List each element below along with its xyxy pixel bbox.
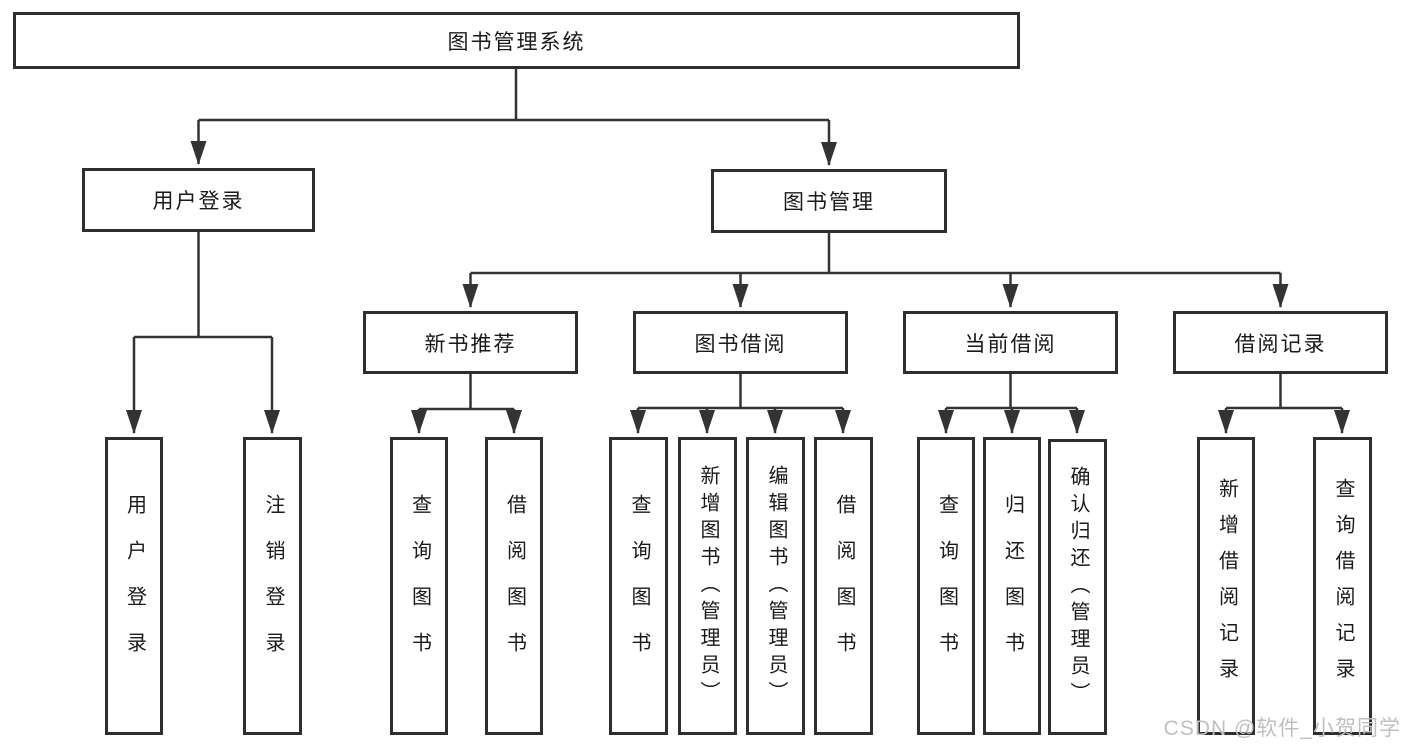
csdn-watermark: CSDN @软件_小贺同学 (1163, 717, 1401, 740)
node-current-borrow: 当前借阅 (903, 311, 1118, 374)
node-book-borrow-label: 图书借阅 (694, 332, 787, 356)
leaf-current-return: 归还图书 (983, 437, 1041, 735)
leaf-logout: 注销登录 (243, 437, 302, 735)
node-borrow-records-label: 借阅记录 (1234, 332, 1327, 356)
leaf-records-add-label: 新增借阅记录 (1215, 478, 1238, 694)
leaf-user-login-label: 用户登录 (123, 494, 146, 678)
node-borrow-records: 借阅记录 (1173, 311, 1388, 374)
leaf-records-add: 新增借阅记录 (1197, 437, 1255, 735)
node-book-management-label: 图书管理 (783, 191, 875, 214)
leaf-borrow-edit-admin: 编辑图书（管理员） (746, 437, 805, 735)
node-book-borrow: 图书借阅 (633, 311, 848, 374)
leaf-borrow-borrow-label: 借阅图书 (833, 494, 855, 678)
node-root-label: 图书管理系统 (447, 30, 586, 54)
leaf-borrow-add-admin: 新增图书（管理员） (678, 437, 737, 735)
leaf-current-confirm-admin: 确认归还（管理员） (1048, 439, 1107, 735)
leaf-borrow-query-label: 查询图书 (628, 494, 650, 678)
node-current-borrow-label: 当前借阅 (964, 332, 1057, 356)
leaf-current-query: 查询图书 (917, 437, 975, 735)
leaf-records-query-label: 查询借阅记录 (1332, 478, 1354, 694)
leaf-records-query: 查询借阅记录 (1313, 437, 1372, 735)
leaf-newbooks-borrow-label: 借阅图书 (503, 494, 526, 678)
leaf-user-login: 用户登录 (105, 437, 163, 735)
leaf-current-confirm-admin-label: 确认归还（管理员） (1067, 465, 1089, 709)
leaf-borrow-edit-admin-label: 编辑图书（管理员） (765, 464, 787, 708)
leaf-logout-label: 注销登录 (262, 494, 284, 678)
leaf-borrow-query: 查询图书 (609, 437, 668, 735)
leaf-newbooks-query-label: 查询图书 (408, 494, 431, 678)
node-root-system: 图书管理系统 (13, 12, 1020, 69)
leaf-newbooks-query: 查询图书 (390, 437, 448, 735)
leaf-current-query-label: 查询图书 (935, 494, 958, 678)
node-new-books-label: 新书推荐 (424, 332, 517, 356)
node-user-login-label: 用户登录 (152, 190, 245, 213)
leaf-newbooks-borrow: 借阅图书 (485, 437, 543, 735)
leaf-current-return-label: 归还图书 (1001, 494, 1024, 678)
node-book-management: 图书管理 (711, 169, 947, 233)
leaf-borrow-add-admin-label: 新增图书（管理员） (697, 464, 719, 708)
node-user-login: 用户登录 (82, 168, 315, 232)
node-new-books: 新书推荐 (363, 311, 578, 374)
leaf-borrow-borrow: 借阅图书 (814, 437, 873, 735)
